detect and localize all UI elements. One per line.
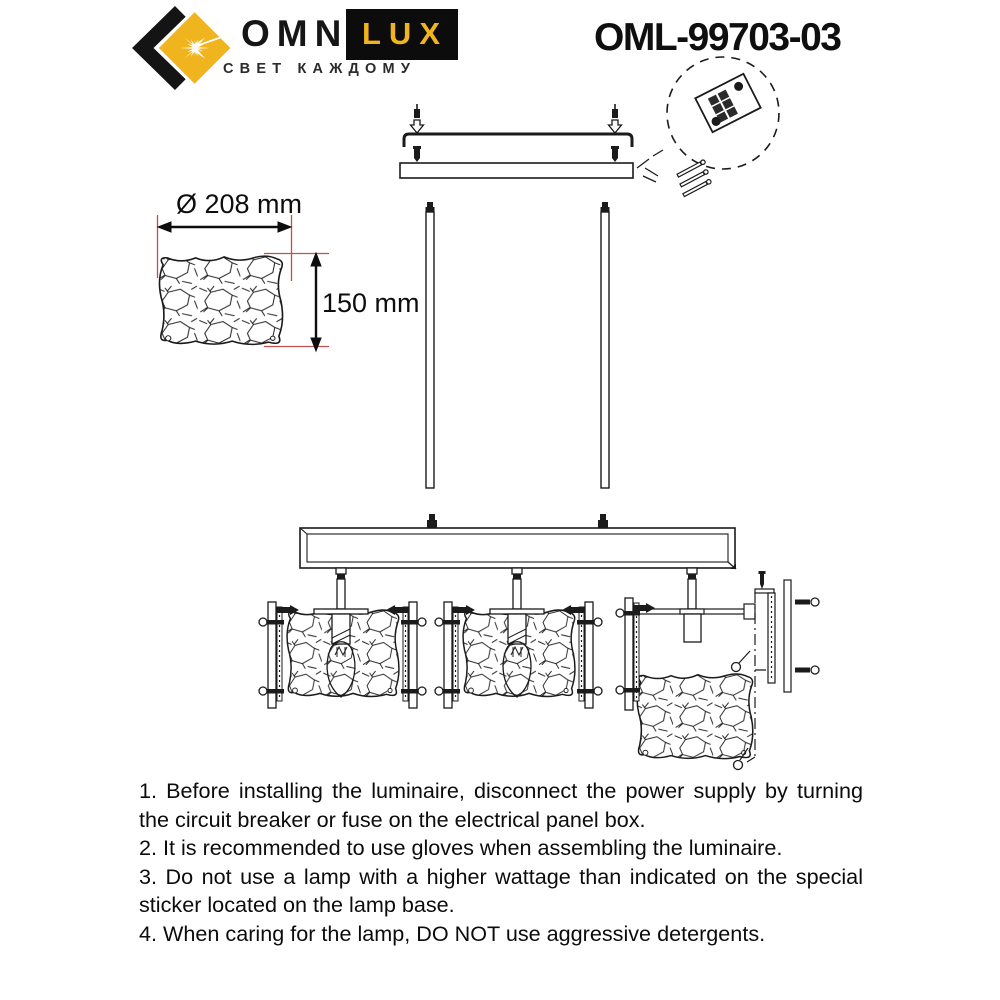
suspension-rods <box>425 202 610 489</box>
instruction-item-4: 4. When caring for the lamp, DO NOT use … <box>139 920 766 946</box>
canopy-bar <box>399 162 634 179</box>
mounting-strip <box>783 579 792 693</box>
instruction-item-2: 2. It is recommended to use gloves when … <box>139 835 783 861</box>
brand-tagline: СВЕТ КАЖДОМУ <box>223 61 417 77</box>
dimension-width-label: Ø 208 mm <box>176 189 303 219</box>
mounting-hardware-detail <box>642 56 780 198</box>
mounting-screw-top-right <box>607 104 623 135</box>
detail-screws <box>676 159 712 198</box>
suspension-rod-right <box>600 211 610 489</box>
lampshade-2 <box>434 567 603 709</box>
ceiling-mounting-plate <box>399 104 664 179</box>
dimension-arrows <box>156 221 322 353</box>
dimension-height-label: 150 mm <box>322 288 420 318</box>
instructions-list: 1. Before installing the luminaire, disc… <box>139 777 863 949</box>
logo-chevron <box>132 6 186 90</box>
terminal-block <box>694 72 762 134</box>
canopy-screw-left <box>413 146 421 162</box>
side-screws <box>795 597 820 675</box>
lampshade-1 <box>258 567 427 709</box>
brand-word-lux-badge: LUX <box>346 9 458 60</box>
dimension-figure <box>156 215 329 353</box>
suspension-rod-left <box>425 211 435 489</box>
instruction-item-1: 1. Before installing the luminaire, disc… <box>139 778 863 832</box>
lampshade-3-exploded <box>615 567 820 771</box>
lamp-socket <box>683 613 702 643</box>
instruction-item-3: 3. Do not use a lamp with a higher watta… <box>139 863 863 918</box>
omnilux-logo-icon <box>132 6 231 90</box>
model-number: OML-99703-03 <box>594 16 842 59</box>
mounting-screw-top-left <box>409 104 425 135</box>
reference-lampshade <box>158 255 284 346</box>
brand-word-omni: OMNI <box>241 13 366 54</box>
detached-lampshade <box>636 673 754 760</box>
logo-beam <box>197 33 229 47</box>
fixture-body-bar <box>299 514 737 570</box>
canopy-screw-right <box>611 146 619 162</box>
logo-starburst <box>179 37 210 59</box>
